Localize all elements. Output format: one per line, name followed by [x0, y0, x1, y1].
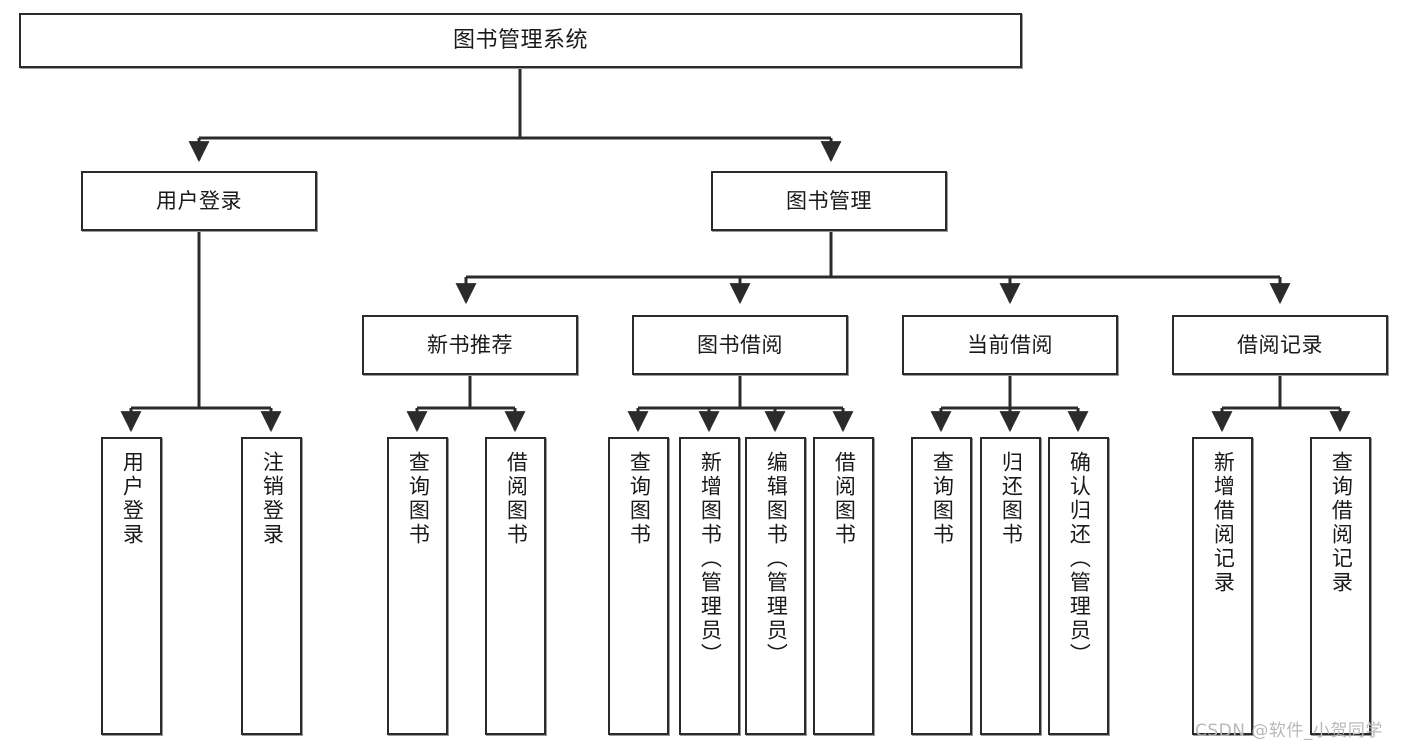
node-label: 图书管理: [786, 188, 872, 213]
node-label: 借阅记录: [1237, 332, 1323, 357]
node-label: 编辑图书（管理员）: [764, 451, 789, 667]
node-book-management[interactable]: 图书管理: [711, 171, 947, 231]
node-label: 注销登录: [260, 451, 285, 547]
node-label: 借阅图书: [504, 451, 529, 547]
leaf-book-borrow-add[interactable]: 新增图书（管理员）: [679, 437, 740, 735]
node-label: 查询图书: [627, 451, 652, 547]
node-new-book-recommend[interactable]: 新书推荐: [362, 315, 578, 375]
node-label: 查询图书: [406, 451, 431, 547]
node-label: 图书管理系统: [452, 27, 588, 53]
node-label: 当前借阅: [967, 332, 1053, 357]
node-borrow-record[interactable]: 借阅记录: [1172, 315, 1388, 375]
node-label: 确认归还（管理员）: [1067, 451, 1092, 667]
leaf-current-borrow-query[interactable]: 查询图书: [911, 437, 972, 735]
node-label: 查询图书: [930, 451, 955, 547]
leaf-current-borrow-confirm-return[interactable]: 确认归还（管理员）: [1048, 437, 1109, 735]
node-label: 新增图书（管理员）: [698, 451, 723, 667]
leaf-book-borrow-borrow[interactable]: 借阅图书: [813, 437, 874, 735]
node-root-system[interactable]: 图书管理系统: [19, 13, 1022, 68]
node-label: 用户登录: [120, 451, 145, 547]
leaf-new-book-borrow[interactable]: 借阅图书: [485, 437, 546, 735]
node-label: 新增借阅记录: [1211, 451, 1236, 595]
leaf-book-borrow-query[interactable]: 查询图书: [608, 437, 669, 735]
leaf-borrow-record-add[interactable]: 新增借阅记录: [1192, 437, 1253, 735]
leaf-book-borrow-edit[interactable]: 编辑图书（管理员）: [745, 437, 806, 735]
leaf-user-login-login[interactable]: 用户登录: [101, 437, 162, 735]
node-label: 新书推荐: [427, 332, 513, 357]
leaf-user-login-logout[interactable]: 注销登录: [241, 437, 302, 735]
node-book-borrow[interactable]: 图书借阅: [632, 315, 848, 375]
leaf-current-borrow-return[interactable]: 归还图书: [980, 437, 1041, 735]
node-label: 查询借阅记录: [1329, 451, 1354, 595]
leaf-borrow-record-query[interactable]: 查询借阅记录: [1310, 437, 1371, 735]
node-current-borrow[interactable]: 当前借阅: [902, 315, 1118, 375]
node-label: 图书借阅: [697, 332, 783, 357]
node-user-login[interactable]: 用户登录: [81, 171, 317, 231]
node-label: 用户登录: [156, 188, 242, 213]
watermark-text: CSDN @软件_小贺同学: [1195, 721, 1383, 741]
leaf-new-book-query[interactable]: 查询图书: [387, 437, 448, 735]
node-label: 归还图书: [999, 451, 1024, 547]
node-label: 借阅图书: [832, 451, 857, 547]
